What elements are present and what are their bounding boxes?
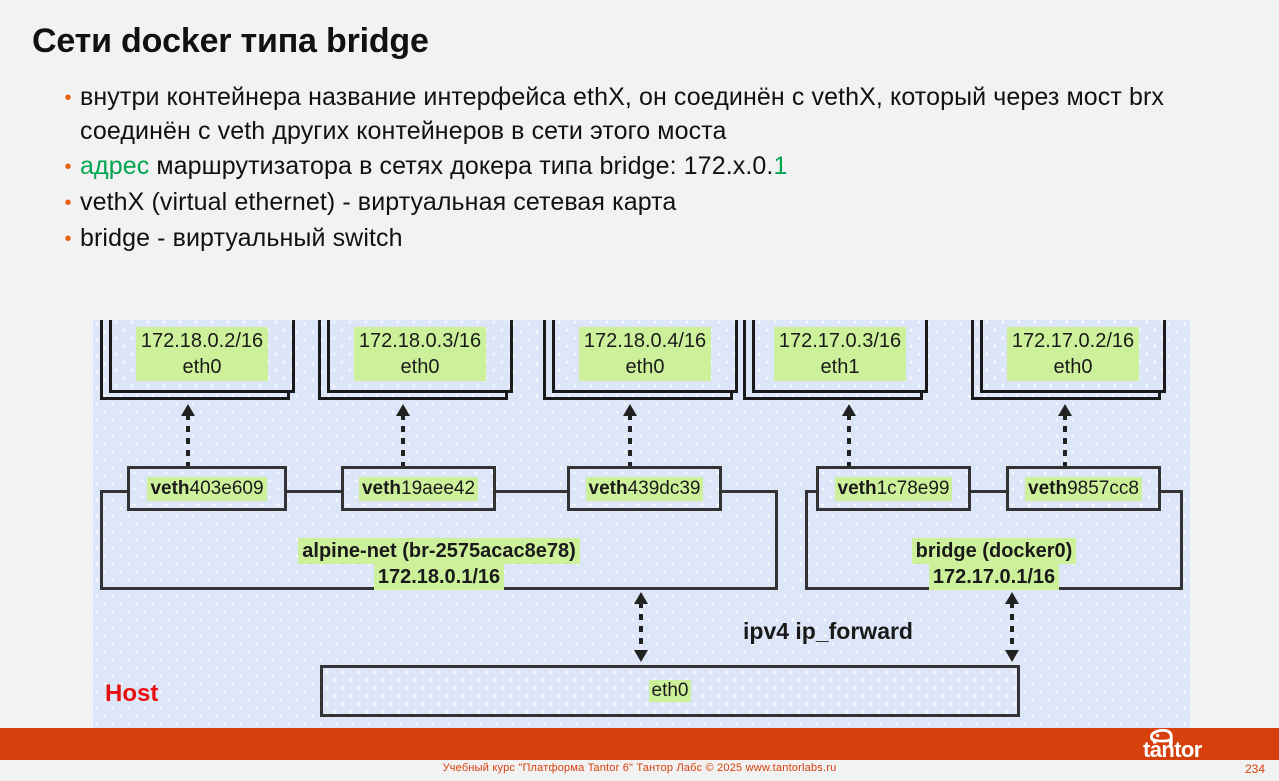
bridge-subnet-alpine-net: 172.18.0.1/16	[373, 564, 505, 590]
bullet-dot-icon: •	[64, 192, 72, 214]
bullet-list: • внутри контейнера название интерфейса …	[56, 80, 1206, 257]
host-label: Host	[105, 680, 159, 707]
tantor-logo: tantor	[1137, 726, 1257, 760]
list-item: • внутри контейнера название интерфейса …	[56, 80, 1206, 148]
veth-box-2: veth19aee42	[341, 466, 496, 511]
veth-label-3: veth439dc39	[585, 476, 704, 501]
page-title: Сети docker типа bridge	[32, 22, 429, 60]
footer-bar	[0, 728, 1279, 760]
bullet-1-text: внутри контейнера название интерфейса et…	[80, 83, 1164, 145]
veth-box-5: veth9857cc8	[1006, 466, 1161, 511]
bullet-dot-icon: •	[64, 228, 72, 250]
bullet-dot-icon: •	[64, 156, 72, 178]
list-item: • bridge - виртуальный switch	[56, 221, 1206, 256]
bridge-box-alpine-net: alpine-net (br-2575acac8e78) 172.18.0.1/…	[100, 490, 778, 590]
veth-label-1: veth403e609	[147, 476, 267, 501]
bullet-2-green-suffix: 1	[773, 152, 788, 180]
veth-box-1: veth403e609	[127, 466, 287, 511]
arrow-alpine-net-host	[634, 592, 648, 662]
veth-label-5: veth9857cc8	[1025, 476, 1142, 501]
veth-label-4: veth1c78e99	[834, 476, 953, 501]
bullet-2-text: адрес маршрутизатора в сетях докера типа…	[80, 149, 787, 183]
host-eth0-box: eth0	[320, 665, 1020, 717]
connector-veth1-veth2	[253, 490, 338, 493]
bridge-label-docker0: bridge (docker0) 172.17.0.1/16	[808, 538, 1180, 590]
bridge-name-docker0: bridge (docker0)	[911, 538, 1077, 564]
bridge-subnet-docker0: 172.17.0.1/16	[928, 564, 1060, 590]
footer-copyright: Учебный курс "Платформа Tantor 6" Тантор…	[442, 762, 837, 774]
bullet-4-text: bridge - виртуальный switch	[80, 224, 403, 252]
bullet-2-green-prefix: адрес	[80, 152, 150, 180]
bullet-2-body: маршрутизатора в сетях докера типа bridg…	[149, 152, 774, 180]
tantor-wordmark: tantor	[1143, 737, 1203, 760]
bullet-dot-icon: •	[64, 87, 72, 109]
veth-box-4: veth1c78e99	[816, 466, 971, 511]
bridge-name-alpine-net: alpine-net (br-2575acac8e78)	[298, 538, 580, 564]
list-item: • vethX (virtual ethernet) - виртуальная…	[56, 185, 1206, 220]
ip-forward-label: ipv4 ip_forward	[743, 618, 913, 644]
veth-label-2: veth19aee42	[358, 476, 479, 501]
bridge-box-docker0: bridge (docker0) 172.17.0.1/16	[805, 490, 1183, 590]
arrow-docker0-host	[1005, 592, 1019, 662]
bridge-label-alpine-net: alpine-net (br-2575acac8e78) 172.18.0.1/…	[103, 538, 775, 590]
host-eth0-label: eth0	[648, 680, 692, 702]
veth-box-3: veth439dc39	[567, 466, 722, 511]
page-number: 234	[1244, 762, 1265, 776]
list-item: • адрес маршрутизатора в сетях докера ти…	[56, 149, 1206, 184]
bullet-3-text: vethX (virtual ethernet) - виртуальная с…	[80, 188, 677, 216]
connector-veth2-veth3	[466, 490, 551, 493]
